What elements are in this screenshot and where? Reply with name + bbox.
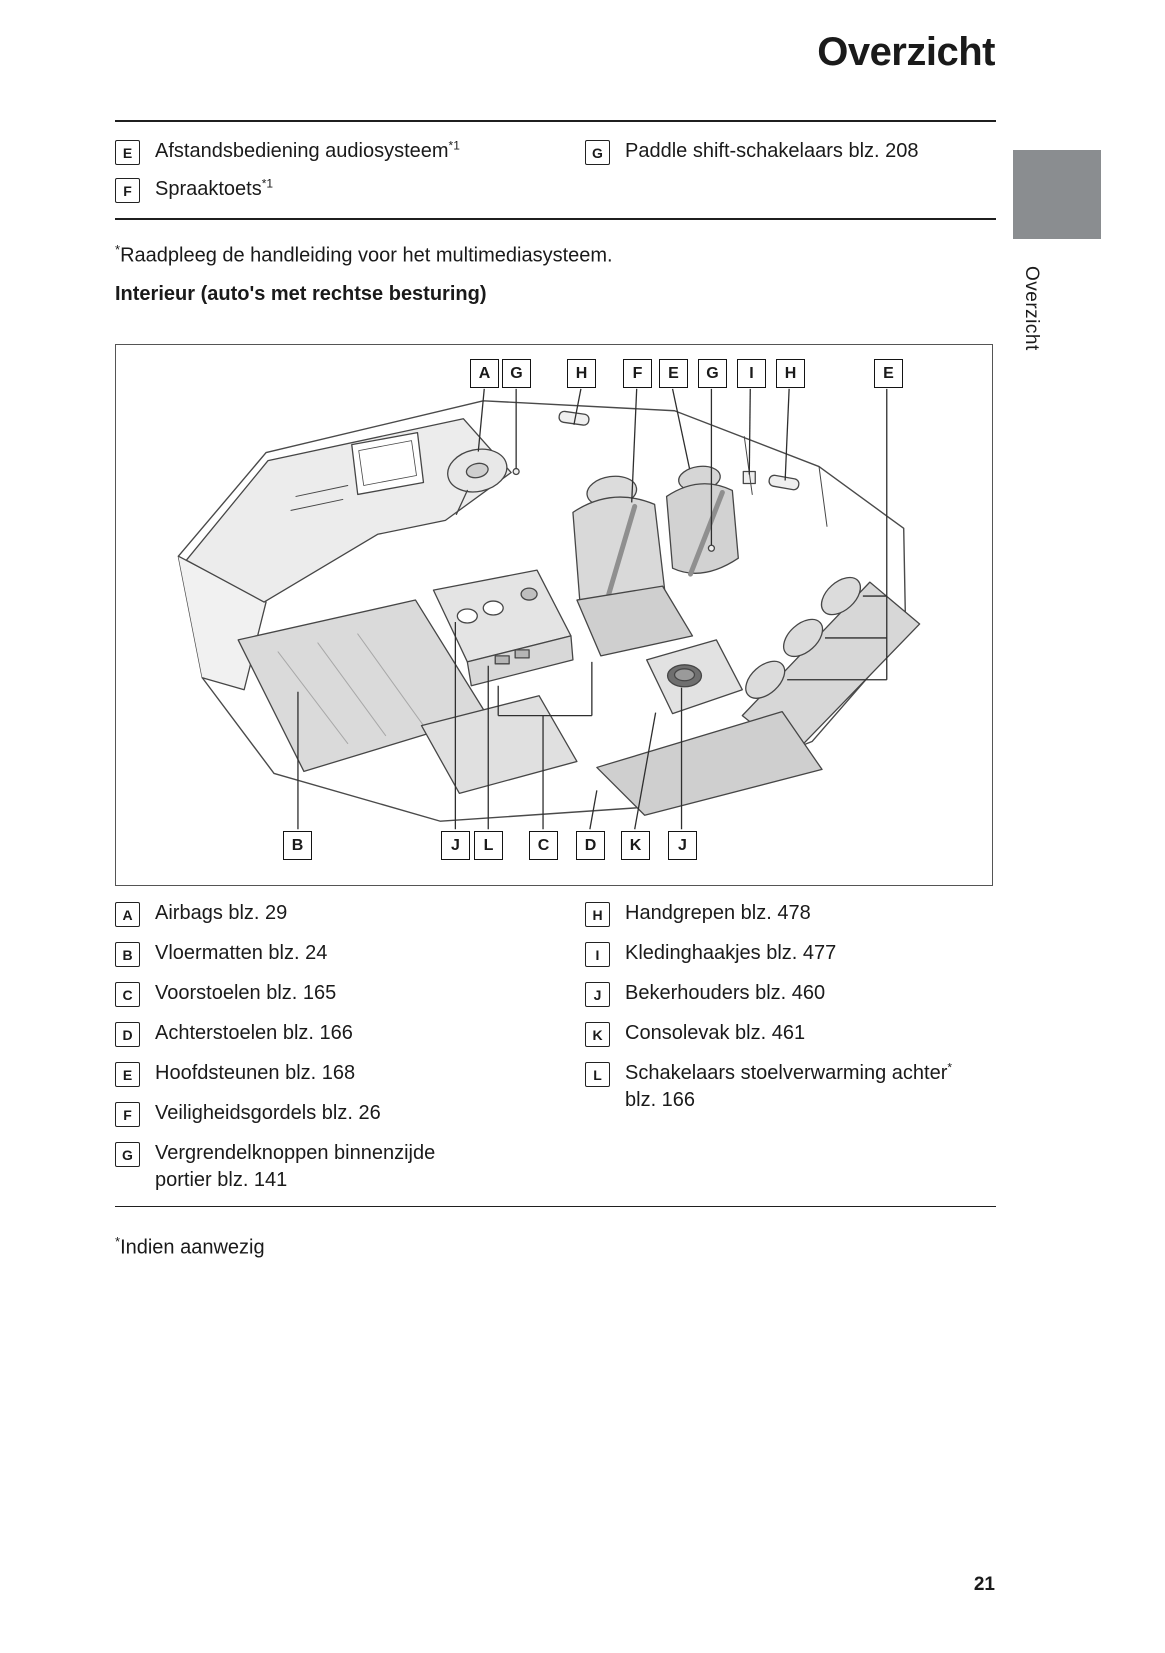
legend-key: D	[115, 1022, 140, 1047]
legend-item: I Kledinghaakjes blz. 477	[585, 940, 996, 967]
legend-item: G Paddle shift-schakelaars blz. 208	[585, 138, 996, 165]
page-number: 21	[973, 1574, 995, 1595]
diagram-callout: L	[474, 831, 503, 860]
legend-label: Paddle shift-schakelaars blz. 208	[625, 140, 919, 162]
legend-item: C Voorstoelen blz. 165	[115, 980, 585, 1007]
bottom-legend-right-column: H Handgrepen blz. 478 I Kledinghaakjes b…	[585, 900, 996, 1207]
diagram-callout: G	[698, 359, 727, 388]
legend-key: G	[115, 1142, 140, 1167]
diagram-callout: K	[621, 831, 650, 860]
diagram-callout: E	[874, 359, 903, 388]
top-legend: E Afstandsbediening audiosysteem*1 F Spr…	[115, 138, 996, 214]
diagram-callout: H	[567, 359, 596, 388]
legend-item: B Vloermatten blz. 24	[115, 940, 585, 967]
legend-label: Airbags blz. 29	[155, 902, 288, 924]
legend-item: F Spraaktoets*1	[115, 176, 585, 203]
top-legend-right-column: G Paddle shift-schakelaars blz. 208	[585, 138, 996, 214]
chapter-tab-label: Overzicht	[1021, 266, 1042, 351]
legend-key: E	[115, 140, 140, 165]
legend-label: Spraaktoets*1	[155, 176, 274, 200]
legend-key: L	[585, 1062, 610, 1087]
diagram-callout: F	[623, 359, 652, 388]
divider-bottom	[115, 1206, 996, 1207]
legend-label: Handgrepen blz. 478	[625, 902, 811, 924]
diagram-callout: D	[576, 831, 605, 860]
bottom-legend: A Airbags blz. 29 B Vloermatten blz. 24 …	[115, 900, 996, 1207]
diagram-callout: G	[502, 359, 531, 388]
legend-item: F Veiligheidsgordels blz. 26	[115, 1100, 585, 1127]
legend-key: C	[115, 982, 140, 1007]
legend-key: J	[585, 982, 610, 1007]
diagram-callout: E	[659, 359, 688, 388]
legend-label: Voorstoelen blz. 165	[155, 982, 337, 1004]
footnote-marker: *	[115, 242, 121, 257]
diagram-callout: J	[668, 831, 697, 860]
legend-key: F	[115, 178, 140, 203]
legend-label: Kledinghaakjes blz. 477	[625, 942, 837, 964]
diagram-callout: H	[776, 359, 805, 388]
chapter-tab-block	[1013, 150, 1101, 239]
legend-key: B	[115, 942, 140, 967]
legend-label: Achterstoelen blz. 166	[155, 1022, 353, 1044]
legend-key: H	[585, 902, 610, 927]
interior-diagram: A G H F E G I H E B J L C D K J	[115, 344, 993, 886]
bottom-legend-left-column: A Airbags blz. 29 B Vloermatten blz. 24 …	[115, 900, 585, 1207]
legend-label: Schakelaars stoelverwarming achter*blz. …	[625, 1060, 953, 1111]
car-interior-illustration	[177, 388, 921, 830]
diagram-callout: A	[470, 359, 499, 388]
legend-key: A	[115, 902, 140, 927]
section-heading: Interieur (auto's met rechtse besturing)	[115, 283, 487, 305]
legend-key: E	[115, 1062, 140, 1087]
top-legend-left-column: E Afstandsbediening audiosysteem*1 F Spr…	[115, 138, 585, 214]
diagram-callout: J	[441, 831, 470, 860]
legend-key: I	[585, 942, 610, 967]
legend-item: A Airbags blz. 29	[115, 900, 585, 927]
legend-label: Afstandsbediening audiosysteem*1	[155, 138, 460, 162]
legend-label: Consolevak blz. 461	[625, 1022, 806, 1044]
divider-upper	[115, 218, 996, 220]
legend-label: Hoofdsteunen blz. 168	[155, 1062, 356, 1084]
legend-key: F	[115, 1102, 140, 1127]
legend-label: Vloermatten blz. 24	[155, 942, 328, 964]
legend-key: G	[585, 140, 610, 165]
legend-label: Bekerhouders blz. 460	[625, 982, 826, 1004]
legend-label: Veiligheidsgordels blz. 26	[155, 1102, 381, 1124]
divider-top	[115, 120, 996, 122]
multimedia-note: *Raadpleeg de handleiding voor het multi…	[115, 242, 613, 267]
legend-item: J Bekerhouders blz. 460	[585, 980, 996, 1007]
legend-item: L Schakelaars stoelverwarming achter*blz…	[585, 1060, 996, 1114]
legend-item: D Achterstoelen blz. 166	[115, 1020, 585, 1047]
legend-key: K	[585, 1022, 610, 1047]
diagram-callout: B	[283, 831, 312, 860]
footnote: *Indien aanwezig	[115, 1234, 265, 1259]
legend-item: H Handgrepen blz. 478	[585, 900, 996, 927]
diagram-callout: C	[529, 831, 558, 860]
diagram-callout: I	[737, 359, 766, 388]
legend-item: E Afstandsbediening audiosysteem*1	[115, 138, 585, 165]
footnote-marker: *	[115, 1234, 121, 1249]
legend-item: K Consolevak blz. 461	[585, 1020, 996, 1047]
page-title: Overzicht	[817, 30, 995, 74]
legend-item: E Hoofdsteunen blz. 168	[115, 1060, 585, 1087]
